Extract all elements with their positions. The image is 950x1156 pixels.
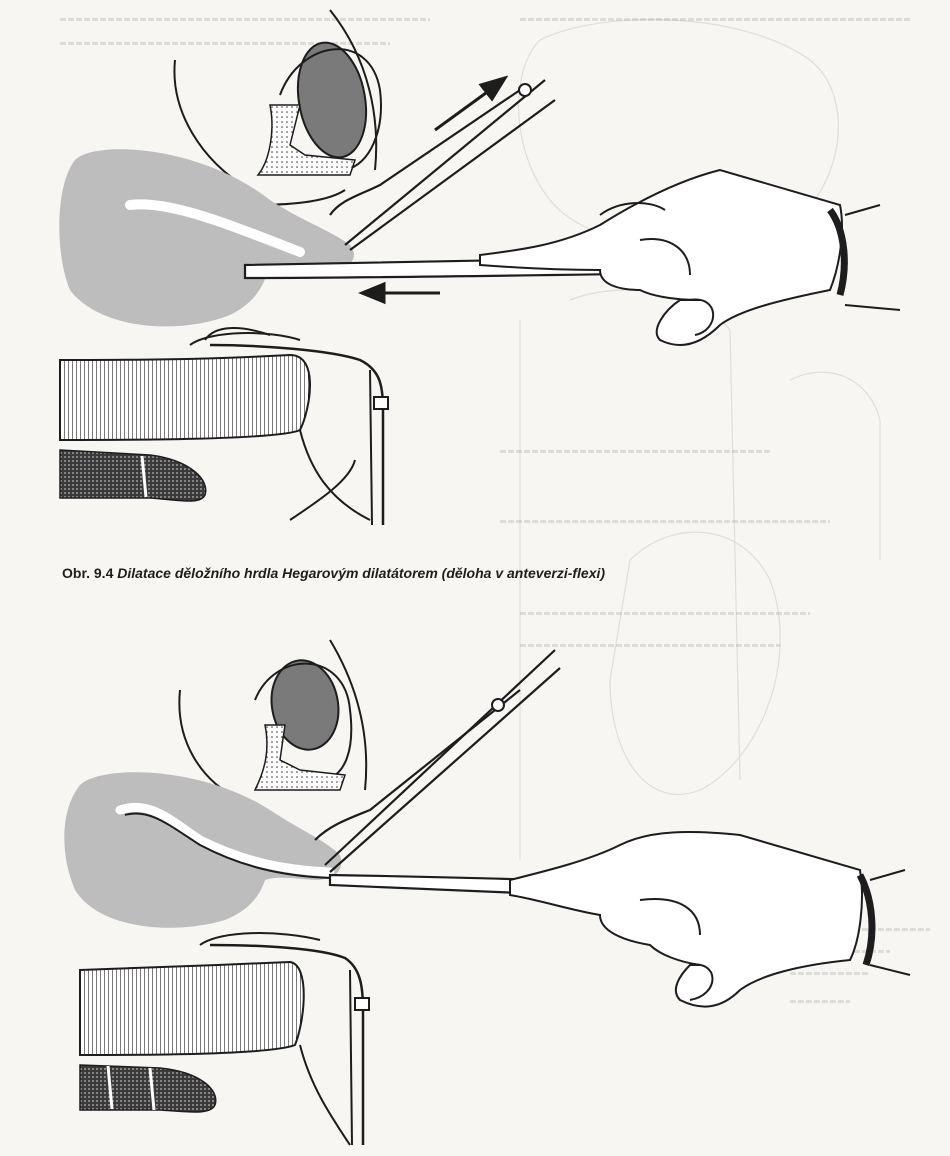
sacrum [80, 1065, 216, 1112]
illustration-dilator-insertion [0, 620, 950, 1150]
direction-arrow-left [362, 284, 440, 302]
speculum-screw [355, 998, 369, 1010]
tenaculum-ring [519, 84, 531, 96]
speculum-blade-inner [370, 370, 372, 525]
speculum-screw [374, 397, 388, 409]
rectum [80, 962, 304, 1055]
illustration-hegar-dilation [0, 0, 950, 560]
tenaculum-ring [492, 699, 504, 711]
sacrum [60, 450, 206, 501]
figure-label: Obr. 9.4 [62, 565, 113, 581]
tenaculum [330, 668, 560, 872]
rectum [60, 355, 310, 440]
gloved-hand [480, 170, 900, 345]
speculum-blade-inner [350, 970, 352, 1145]
bleed-through-text [520, 612, 810, 615]
perineum-contour [200, 933, 320, 945]
tenaculum [350, 100, 555, 250]
body-contour-lower [290, 460, 355, 520]
gloved-hand [510, 832, 910, 1007]
uterus [64, 772, 341, 928]
tenaculum [325, 650, 555, 865]
uterus [59, 149, 354, 326]
figure-caption: Obr. 9.4 Dilatace děložního hrdla Hegaro… [62, 565, 605, 581]
gluteal-contour [300, 1045, 350, 1145]
figure-caption-text: Dilatace děložního hrdla Hegarovým dilat… [117, 565, 605, 581]
